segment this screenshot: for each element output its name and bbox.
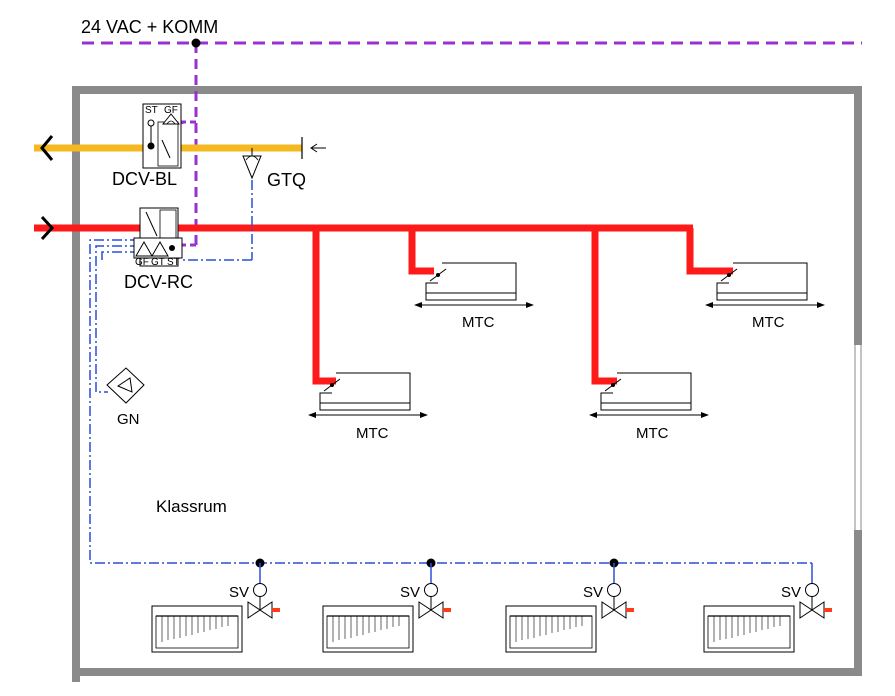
room-walls <box>72 86 862 682</box>
sv-label: SV <box>583 584 603 601</box>
comm-bus <box>82 41 862 247</box>
sv-label: SV <box>400 584 420 601</box>
radiator-unit[interactable]: SV <box>151 581 282 653</box>
sv-label: SV <box>781 584 801 601</box>
mtc-diffuser[interactable]: MTC <box>588 372 710 442</box>
mtc-label: MTC <box>462 314 495 331</box>
mtc-label: MTC <box>356 425 389 442</box>
bus-junction <box>191 38 201 48</box>
mtc-diffuser[interactable]: MTC <box>413 262 535 331</box>
mtc-label: MTC <box>752 314 785 331</box>
gtq-sensor-icon[interactable] <box>242 148 262 180</box>
dcv-rc-gf-tag: GF <box>135 257 149 268</box>
dcv-bl-unit[interactable]: ST GF <box>142 103 182 169</box>
radiator-unit[interactable]: SV <box>322 581 453 653</box>
radiator-unit[interactable]: SV <box>505 581 636 653</box>
room-label: Klassrum <box>156 497 227 516</box>
mtc-diffuser[interactable]: MTC <box>307 372 429 442</box>
supply-inlet-arrow <box>40 215 55 241</box>
sv-label: SV <box>229 584 249 601</box>
dcv-bl-st-tag: ST <box>145 105 158 116</box>
gn-sensor-icon[interactable] <box>106 367 145 404</box>
radiator-unit[interactable]: SV <box>703 581 834 653</box>
bus-label: 24 VAC + KOMM <box>81 17 218 37</box>
dcv-rc-unit[interactable]: GF GT ST <box>133 207 183 268</box>
dcv-rc-st-tag: ST <box>167 257 180 268</box>
signal-wiring <box>89 180 812 564</box>
gtq-label: GTQ <box>267 170 306 190</box>
mtc-diffuser[interactable]: MTC <box>704 262 826 331</box>
dcv-bl-gf-tag: GF <box>164 105 178 116</box>
mtc-label: MTC <box>636 425 669 442</box>
dcv-rc-gt-tag: GT <box>151 257 165 268</box>
gn-label: GN <box>117 411 140 428</box>
dcv-rc-label: DCV-RC <box>124 272 193 292</box>
dcv-bl-label: DCV-BL <box>112 169 177 189</box>
